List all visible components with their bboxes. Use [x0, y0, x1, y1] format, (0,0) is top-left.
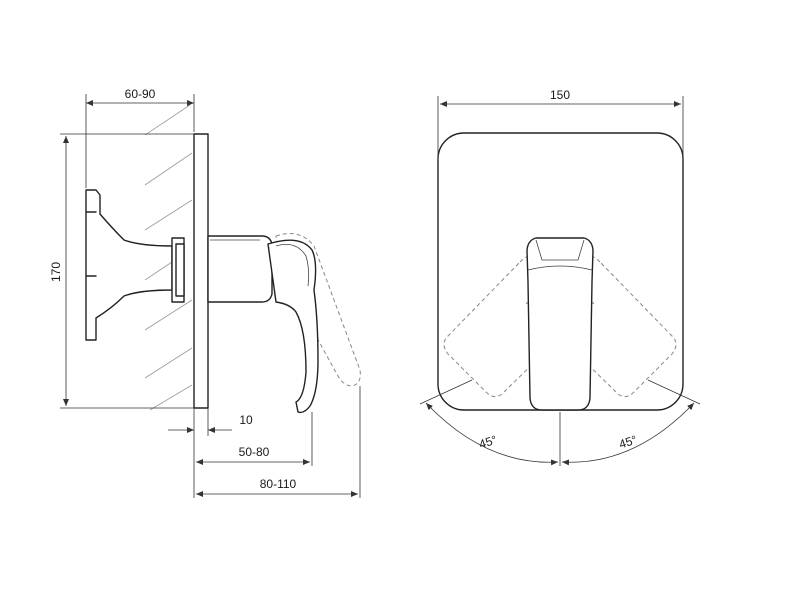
front-lever-handle	[526, 237, 594, 411]
lever-handle	[267, 239, 319, 414]
dimension-total-label: 80-110	[260, 477, 297, 491]
cover-plate	[193, 133, 209, 409]
dimension-depth-label: 60-90	[125, 87, 156, 101]
valve-body	[85, 189, 185, 341]
rotation-angle-arc: 45° 45°	[419, 379, 701, 466]
dimension-handle-label: 50-80	[239, 445, 270, 459]
dimension-width-label: 150	[550, 88, 570, 102]
side-view: 60-90 170 10 50-80 80-110	[49, 87, 361, 498]
dimension-plate-label: 10	[239, 413, 253, 427]
dimension-height-label: 170	[49, 262, 63, 282]
handle-sleeve	[207, 235, 273, 303]
dimension-width: 150	[437, 88, 684, 160]
dimension-depth: 60-90	[85, 87, 195, 188]
front-view: 150 45° 45°	[419, 88, 701, 466]
dimension-height: 170	[49, 133, 194, 409]
angle-right-label: 45°	[617, 432, 639, 451]
dimension-total: 80-110	[196, 386, 361, 498]
angle-left-label: 45°	[477, 432, 499, 451]
dimension-handle: 50-80	[193, 412, 313, 498]
dimension-plate: 10	[168, 408, 253, 436]
wall-hatching	[144, 104, 193, 411]
